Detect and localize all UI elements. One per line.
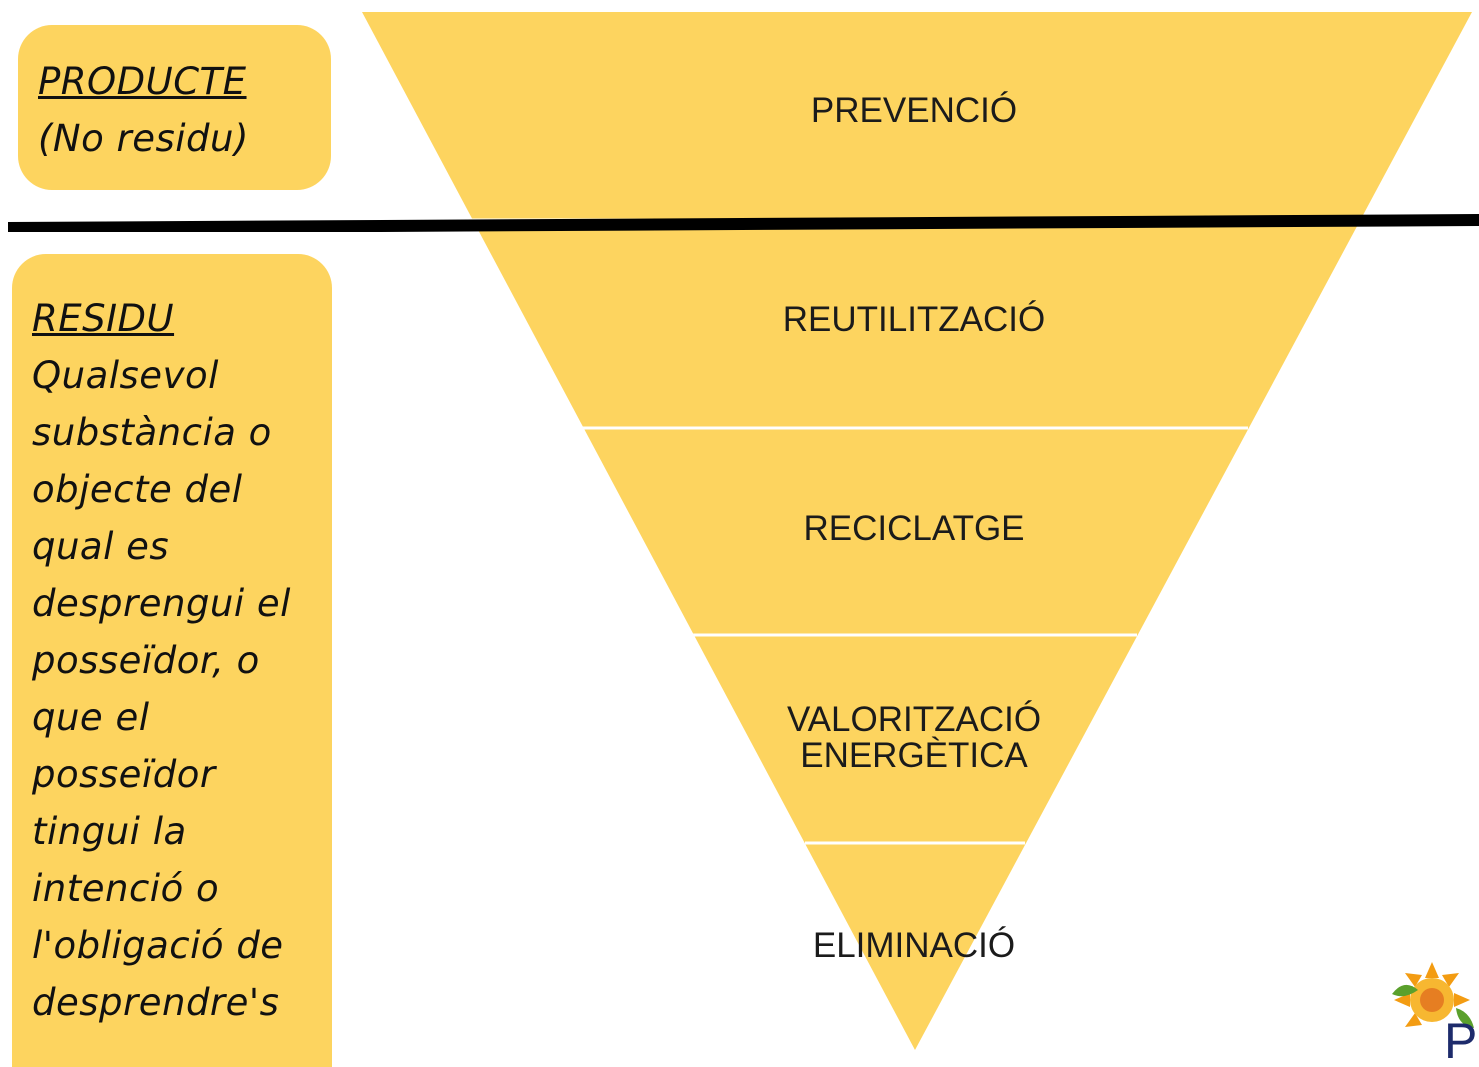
level-label-energy-recovery: VALORITZACIÓ ENERGÈTICA — [786, 700, 1042, 775]
level-label-recycling: RECICLATGE — [803, 509, 1025, 548]
level-label-prevention: PREVENCIÓ — [810, 91, 1018, 130]
level-label-reuse: REUTILITZACIÓ — [782, 300, 1046, 339]
level-label-disposal: ELIMINACIÓ — [812, 926, 1016, 965]
product-box: PRODUCTE (No residu) — [18, 25, 331, 190]
residue-box: RESIDU Qualsevol substància o objecte de… — [12, 254, 332, 1067]
product-title: PRODUCTE — [38, 60, 247, 103]
product-subtitle: (No residu) — [38, 117, 249, 160]
sun-leaf-logo-icon: P — [1392, 962, 1477, 1067]
product-residue-divider — [8, 214, 1479, 232]
logo-letter: P — [1444, 1013, 1477, 1067]
residue-definition: Qualsevol substància o objecte del qual … — [32, 354, 291, 1024]
residue-title: RESIDU — [32, 297, 175, 340]
pyramid-triangle — [362, 12, 1472, 1050]
